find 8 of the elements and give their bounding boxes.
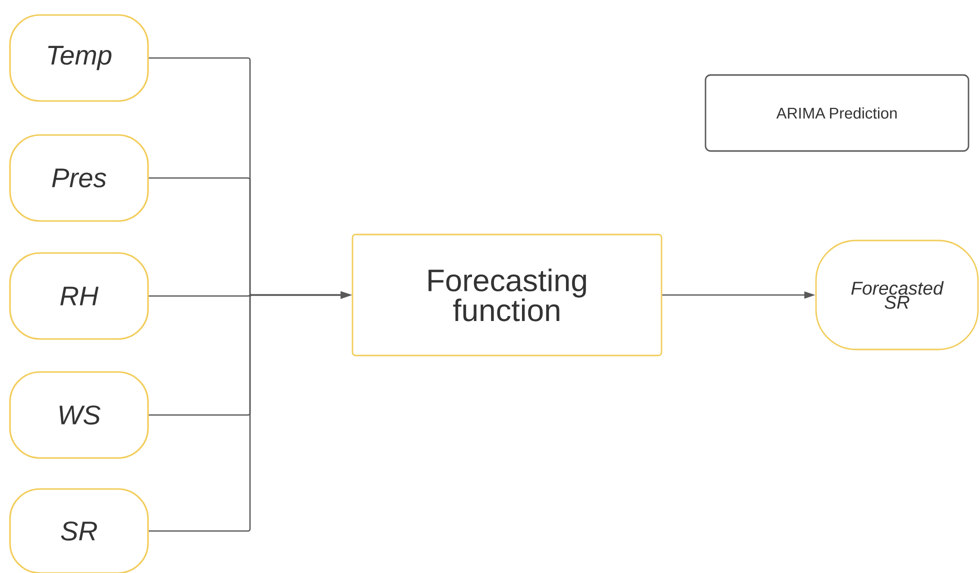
input-pill: Temp [9,14,149,102]
input-pill: Pres [9,134,149,222]
process-box: Forecasting function [352,234,662,356]
input-pill: SR [9,488,149,573]
output-pill: Forecasted SR [815,240,979,350]
input-pill: WS [9,371,149,459]
input-pill: RH [9,252,149,340]
label-box: ARIMA Prediction [704,74,970,152]
